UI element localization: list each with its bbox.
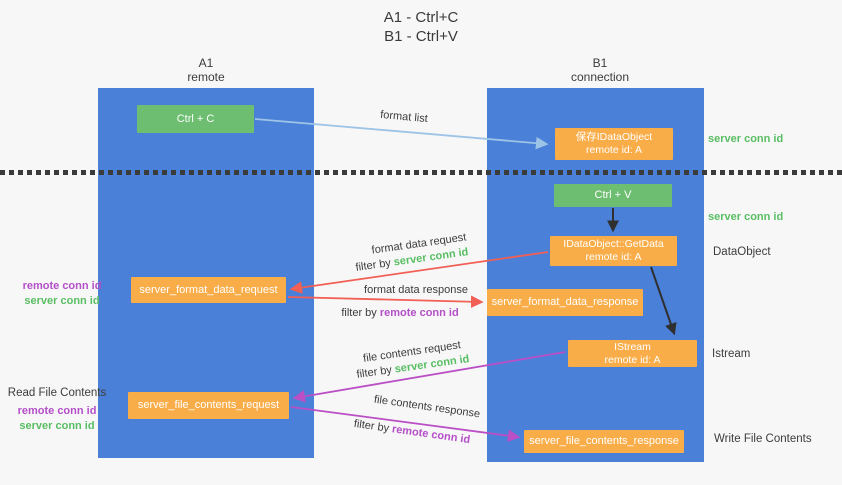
node-save-idataobject-line2: remote id: A	[585, 144, 643, 156]
diagram-title: A1 - Ctrl+C B1 - Ctrl+V	[331, 8, 511, 46]
title-line-2: B1 - Ctrl+V	[384, 28, 458, 45]
label-istream: Istream	[712, 348, 751, 360]
node-istream-line1: IStream	[614, 340, 651, 353]
label-format-data-response-text: format data response	[364, 284, 468, 296]
node-ctrl-c: Ctrl + C	[137, 105, 254, 133]
label-format-list-text: format list	[379, 108, 429, 126]
label-format-list: format list	[380, 109, 429, 125]
filter-prefix: filter by	[354, 256, 395, 274]
label-filter-by-remote-conn-id-1: filter by remote conn id	[341, 307, 458, 319]
node-server-file-contents-response-label: server_file_contents_response	[529, 435, 679, 447]
filter-value-remote-conn-id: remote conn id	[391, 423, 471, 447]
label-remote-conn-id-1: remote conn id	[22, 280, 102, 292]
lane-header-a1: A1 remote	[146, 56, 266, 84]
filter-prefix: filter by	[353, 417, 393, 436]
node-server-format-data-response: server_format_data_response	[487, 289, 643, 316]
node-server-format-data-request: server_format_data_request	[131, 277, 286, 303]
label-file-contents-response-text: file contents response	[373, 393, 481, 421]
node-server-format-data-response-label: server_format_data_response	[491, 296, 639, 308]
left-conn-id-block-1: remote conn id server conn id	[10, 279, 114, 309]
node-server-file-contents-request-label: server_file_contents_request	[137, 399, 280, 411]
label-read-file-contents: Read File Contents	[7, 387, 107, 399]
left-conn-id-block-2: Read File Contents remote conn id server…	[2, 386, 112, 434]
label-write-file-contents: Write File Contents	[714, 433, 812, 445]
node-istream: IStream remote id: A	[568, 340, 697, 367]
filter-prefix: filter by	[341, 307, 380, 319]
label-file-contents-response: file contents response	[373, 394, 481, 421]
label-filter-by-remote-conn-id-2: filter by remote conn id	[353, 418, 471, 446]
lane-a1-name: A1	[198, 56, 214, 70]
filter-value-remote-conn-id: remote conn id	[379, 307, 459, 319]
label-server-conn-id-1: server conn id	[24, 295, 100, 307]
label-format-data-response: format data response	[364, 284, 468, 296]
label-server-conn-id-mid: server conn id	[708, 211, 784, 223]
label-server-conn-id-2: server conn id	[19, 420, 95, 432]
node-server-file-contents-response: server_file_contents_response	[524, 430, 684, 453]
lane-b1-subtitle: connection	[570, 70, 630, 84]
node-idataobject-getdata: IDataObject::GetData remote id: A	[550, 236, 677, 266]
node-save-idataobject: 保存IDataObject remote id: A	[555, 128, 673, 160]
label-remote-conn-id-2: remote conn id	[17, 405, 97, 417]
section-divider-dotted-line	[0, 170, 842, 175]
lane-b1-name: B1	[592, 56, 608, 70]
node-idataobject-getdata-line2: remote id: A	[585, 251, 642, 263]
lane-a1-subtitle: remote	[187, 70, 225, 84]
node-istream-line2: remote id: A	[604, 353, 661, 366]
node-ctrl-v: Ctrl + V	[554, 184, 672, 207]
filter-prefix: filter by	[355, 363, 396, 381]
node-idataobject-getdata-line1: IDataObject::GetData	[563, 238, 664, 250]
label-server-conn-id-top: server conn id	[708, 133, 784, 145]
node-server-file-contents-request: server_file_contents_request	[128, 392, 289, 419]
title-line-1: A1 - Ctrl+C	[383, 9, 459, 26]
arrow-format-data-response	[287, 295, 484, 309]
node-ctrl-v-label: Ctrl + V	[594, 189, 632, 201]
node-save-idataobject-line1: 保存IDataObject	[575, 131, 653, 143]
node-ctrl-c-label: Ctrl + C	[176, 112, 215, 125]
node-server-format-data-request-label: server_format_data_request	[139, 283, 278, 296]
lane-header-b1: B1 connection	[540, 56, 660, 84]
label-dataobject: DataObject	[713, 246, 771, 258]
